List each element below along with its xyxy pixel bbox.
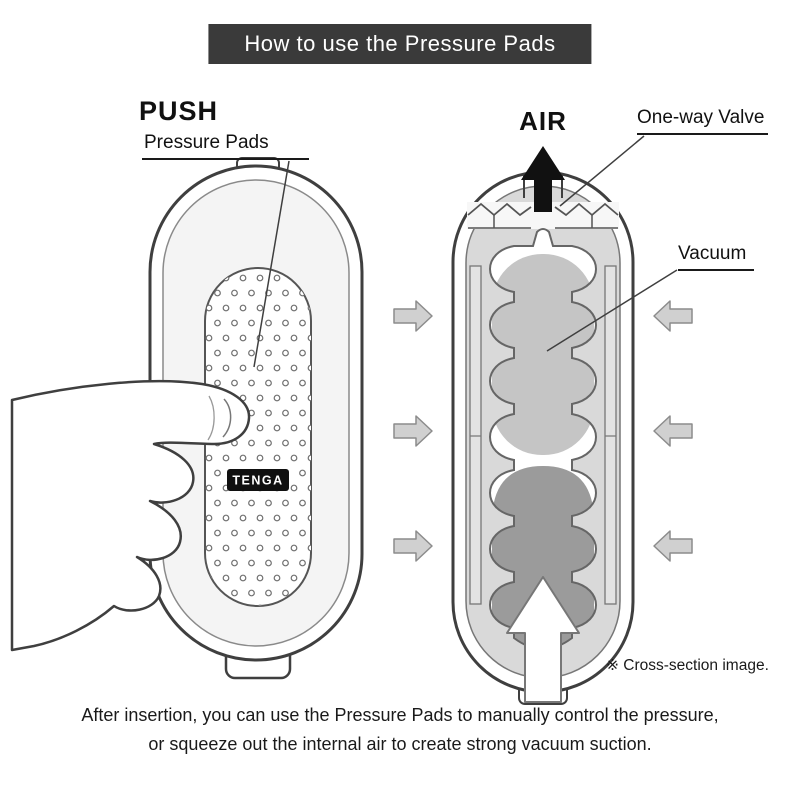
valve-detail-lines [468, 215, 618, 229]
fingertip-crease [222, 398, 232, 438]
vacuum-label: Vacuum [678, 243, 755, 271]
cross-section-figure [393, 135, 693, 705]
title-banner: How to use the Pressure Pads [208, 24, 592, 64]
vacuum-pointer-line [546, 269, 678, 352]
pressure-pads-label: Pressure Pads [142, 132, 309, 160]
caption-line-1: After insertion, you can use the Pressur… [81, 705, 719, 725]
pad-slit-right [604, 265, 617, 605]
pressure-arrow-right-icon [653, 300, 693, 332]
valve-pointer-line [559, 135, 645, 207]
one-way-valve-graphic [554, 202, 619, 217]
pressure-pad-dots [205, 268, 311, 606]
caption-line-2: or squeeze out the internal air to creat… [148, 734, 652, 754]
one-way-valve-graphic [467, 202, 532, 217]
air-label: AIR [519, 106, 567, 136]
finger-crease [207, 395, 215, 441]
pressure-arrow-left-icon [393, 415, 433, 447]
pressure-arrow-left-icon [393, 530, 433, 562]
pressure-arrow-right-icon [653, 415, 693, 447]
tenga-logo-text: TENGA [232, 474, 283, 488]
push-label: PUSH [139, 96, 219, 126]
pad-slit-left [469, 265, 482, 605]
suction-up-arrow-icon [506, 576, 580, 703]
cross-section-note: ※ Cross-section image. [606, 657, 769, 674]
pressure-arrow-left-icon [393, 300, 433, 332]
one-way-valve-label: One-way Valve [637, 107, 769, 135]
hand-illustration [10, 379, 251, 652]
pressure-arrow-right-icon [653, 530, 693, 562]
vacuum-chamber [492, 254, 594, 455]
pressure-pads-pointer-line [253, 160, 290, 368]
air-up-arrow-icon [521, 146, 565, 212]
device-front-figure: TENGA [10, 157, 364, 680]
tenga-logo-badge [227, 469, 289, 491]
caption-text: After insertion, you can use the Pressur… [0, 701, 800, 759]
